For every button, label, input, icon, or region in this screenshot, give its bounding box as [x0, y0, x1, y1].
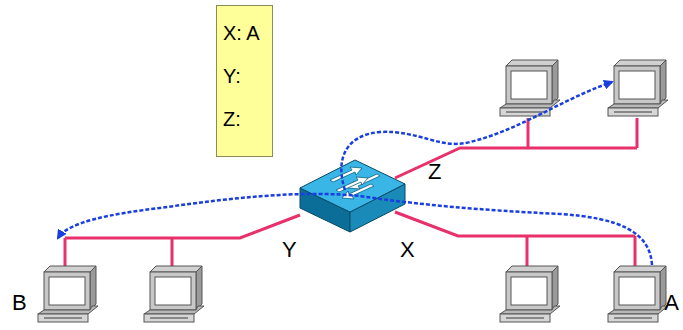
port-label: Y [282, 238, 297, 262]
host-label: A [664, 291, 679, 315]
lan-segment [65, 118, 637, 266]
table-entry: X: A [223, 21, 266, 45]
host-label: B [12, 291, 27, 315]
port-label: Z [428, 160, 441, 184]
computer [144, 266, 204, 322]
computer [500, 266, 560, 322]
table-entry: Z: [223, 107, 266, 131]
computer [608, 60, 668, 116]
frame-path [58, 82, 652, 265]
switch-table: X: A Y: Z: [216, 5, 273, 157]
computer [608, 266, 668, 322]
port-label: X [400, 238, 415, 262]
computer [38, 266, 98, 322]
table-entry: Y: [223, 64, 266, 88]
